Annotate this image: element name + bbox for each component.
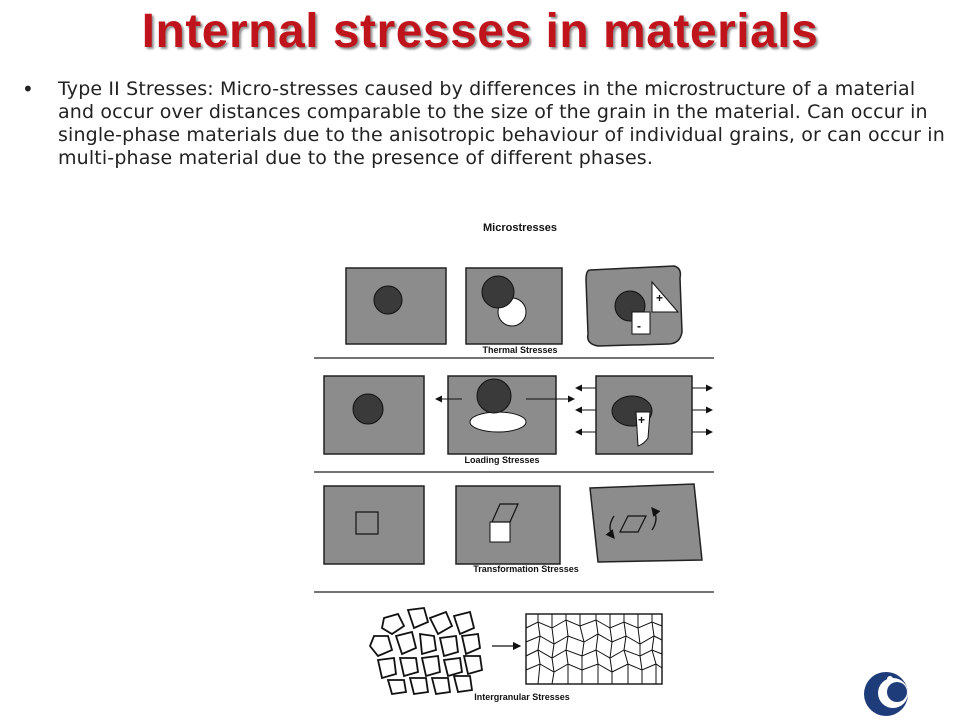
bullet-dot-icon: •: [22, 77, 34, 101]
loading-deformed-region: [469, 411, 527, 433]
figure-heading: Microstresses: [483, 222, 557, 234]
loading-tension-block: [635, 411, 651, 447]
transformation-stresses-label: Transformation Stresses: [473, 564, 579, 574]
loading-inclusion-1: [352, 393, 384, 425]
transformation-vacated-region: [489, 521, 511, 543]
thermal-plus-sign: +: [656, 291, 663, 305]
packed-grains-cluster: [525, 613, 663, 685]
microstresses-figure: Microstresses + - Thermal Stresses: [312, 216, 718, 706]
loose-grains-cluster: [368, 607, 484, 696]
transformation-row: Transformation Stresses: [323, 483, 703, 574]
thermal-stresses-label: Thermal Stresses: [482, 345, 557, 355]
transformation-grain-3: [619, 515, 647, 533]
thermal-tension-wedge: [651, 280, 680, 313]
transformation-rotation-arrow-left: [605, 515, 615, 540]
slide-title: Internal stresses in materials: [141, 5, 819, 58]
intergranular-row: Intergranular Stresses: [368, 607, 663, 702]
thermal-inclusion-1: [373, 285, 403, 315]
transformation-panel-3: [589, 483, 703, 563]
loading-row: + Loading Stresses: [323, 375, 713, 465]
thermal-inclusion-2: [481, 275, 515, 309]
thermal-row: + - Thermal Stresses: [345, 265, 683, 355]
transformation-sheared-grain: [491, 503, 519, 523]
loading-plus-sign: +: [638, 413, 645, 427]
loading-inclusion-2: [476, 378, 512, 414]
transformation-rotation-arrow-right: [651, 506, 661, 531]
thermal-minus-sign: -: [637, 319, 641, 333]
bullet-text: Type II Stresses: Micro-stresses caused …: [58, 78, 945, 169]
transformation-panel-1: [323, 485, 425, 565]
intergranular-stresses-label: Intergranular Stresses: [474, 692, 570, 702]
crescent-logo-icon: [860, 666, 914, 720]
loading-stresses-label: Loading Stresses: [464, 455, 539, 465]
thermal-compression-block: [631, 311, 651, 335]
transformation-grain-1: [355, 511, 379, 535]
